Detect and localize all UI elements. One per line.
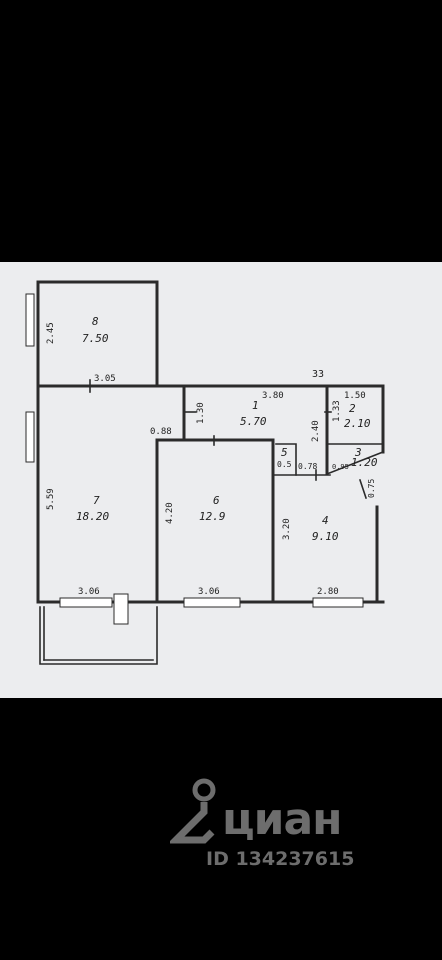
room-2-number: 2 <box>349 402 356 415</box>
window-room-7-left <box>25 411 35 463</box>
wall-3-bottom <box>325 450 385 476</box>
dim-2-45: 2.45 <box>46 322 56 344</box>
room-3-area: 1.20 <box>351 456 378 469</box>
dim-1-33: 1.33 <box>332 400 342 422</box>
room-5-number: 5 <box>281 446 288 459</box>
dim-3-06-left: 3.06 <box>78 587 100 597</box>
window-room-7 <box>59 597 113 608</box>
dim-1-50: 1.50 <box>344 391 366 401</box>
room-6-number: 6 <box>213 494 220 507</box>
room-7-number: 7 <box>93 494 100 507</box>
dim-4-20: 4.20 <box>165 502 175 524</box>
wall-balcony-top-right <box>36 280 159 388</box>
dim-3-05: 3.05 <box>94 374 116 384</box>
dim-0-5: 0.5 <box>277 460 292 469</box>
floor-plan-drawing: 8 7.50 7 18.20 6 12.9 1 5.70 2 2.10 3 1.… <box>25 280 385 665</box>
room-8-number: 8 <box>92 315 99 328</box>
watermark-brand: циан <box>222 794 343 845</box>
room-4-area: 9.10 <box>312 530 339 543</box>
dim-0-88: 0.88 <box>150 427 172 437</box>
room-7-area: 18.20 <box>76 510 109 523</box>
room-3-number: 3 <box>354 446 362 459</box>
dim-3-80: 3.80 <box>262 391 284 401</box>
window-room-4 <box>312 597 364 608</box>
room-1-number: 1 <box>252 399 259 412</box>
dim-0-95: 0.95 <box>332 463 349 471</box>
dim-2-80: 2.80 <box>317 587 339 597</box>
dim-5-59: 5.59 <box>46 488 56 510</box>
dim-33: 33 <box>312 369 324 380</box>
dim-3-06-center: 3.06 <box>198 587 220 597</box>
window-room-6 <box>183 597 241 608</box>
room-6-area: 12.9 <box>199 510 226 523</box>
dim-0-78: 0.78 <box>298 462 317 471</box>
dim-2-40: 2.40 <box>311 420 321 442</box>
dim-1-30: 1.30 <box>196 402 206 424</box>
cian-watermark: циан ID 134237615 <box>170 778 410 873</box>
jamb-mark <box>358 478 368 500</box>
balcony-door <box>113 593 129 625</box>
dimension-labels: 2.45 3.05 33 3.80 1.50 1.30 0.88 1.33 2.… <box>46 322 376 597</box>
location-pin-icon <box>170 778 216 844</box>
room-8-area: 7.50 <box>82 332 109 345</box>
wall-room-5 <box>275 443 297 476</box>
window-balcony <box>25 293 35 347</box>
windows <box>25 293 364 665</box>
room-1-area: 5.70 <box>240 415 267 428</box>
dim-0-75: 0.75 <box>367 479 376 498</box>
room-4-number: 4 <box>322 514 329 527</box>
room-labels: 8 7.50 7 18.20 6 12.9 1 5.70 2 2.10 3 1.… <box>76 315 378 543</box>
dim-3-20: 3.20 <box>282 518 292 540</box>
balcony-lower <box>39 606 158 665</box>
watermark-listing-id: ID 134237615 <box>206 848 355 870</box>
floor-plan: 8 7.50 7 18.20 6 12.9 1 5.70 2 2.10 3 1.… <box>0 262 442 698</box>
walls <box>36 280 385 604</box>
room-2-area: 2.10 <box>344 417 371 430</box>
